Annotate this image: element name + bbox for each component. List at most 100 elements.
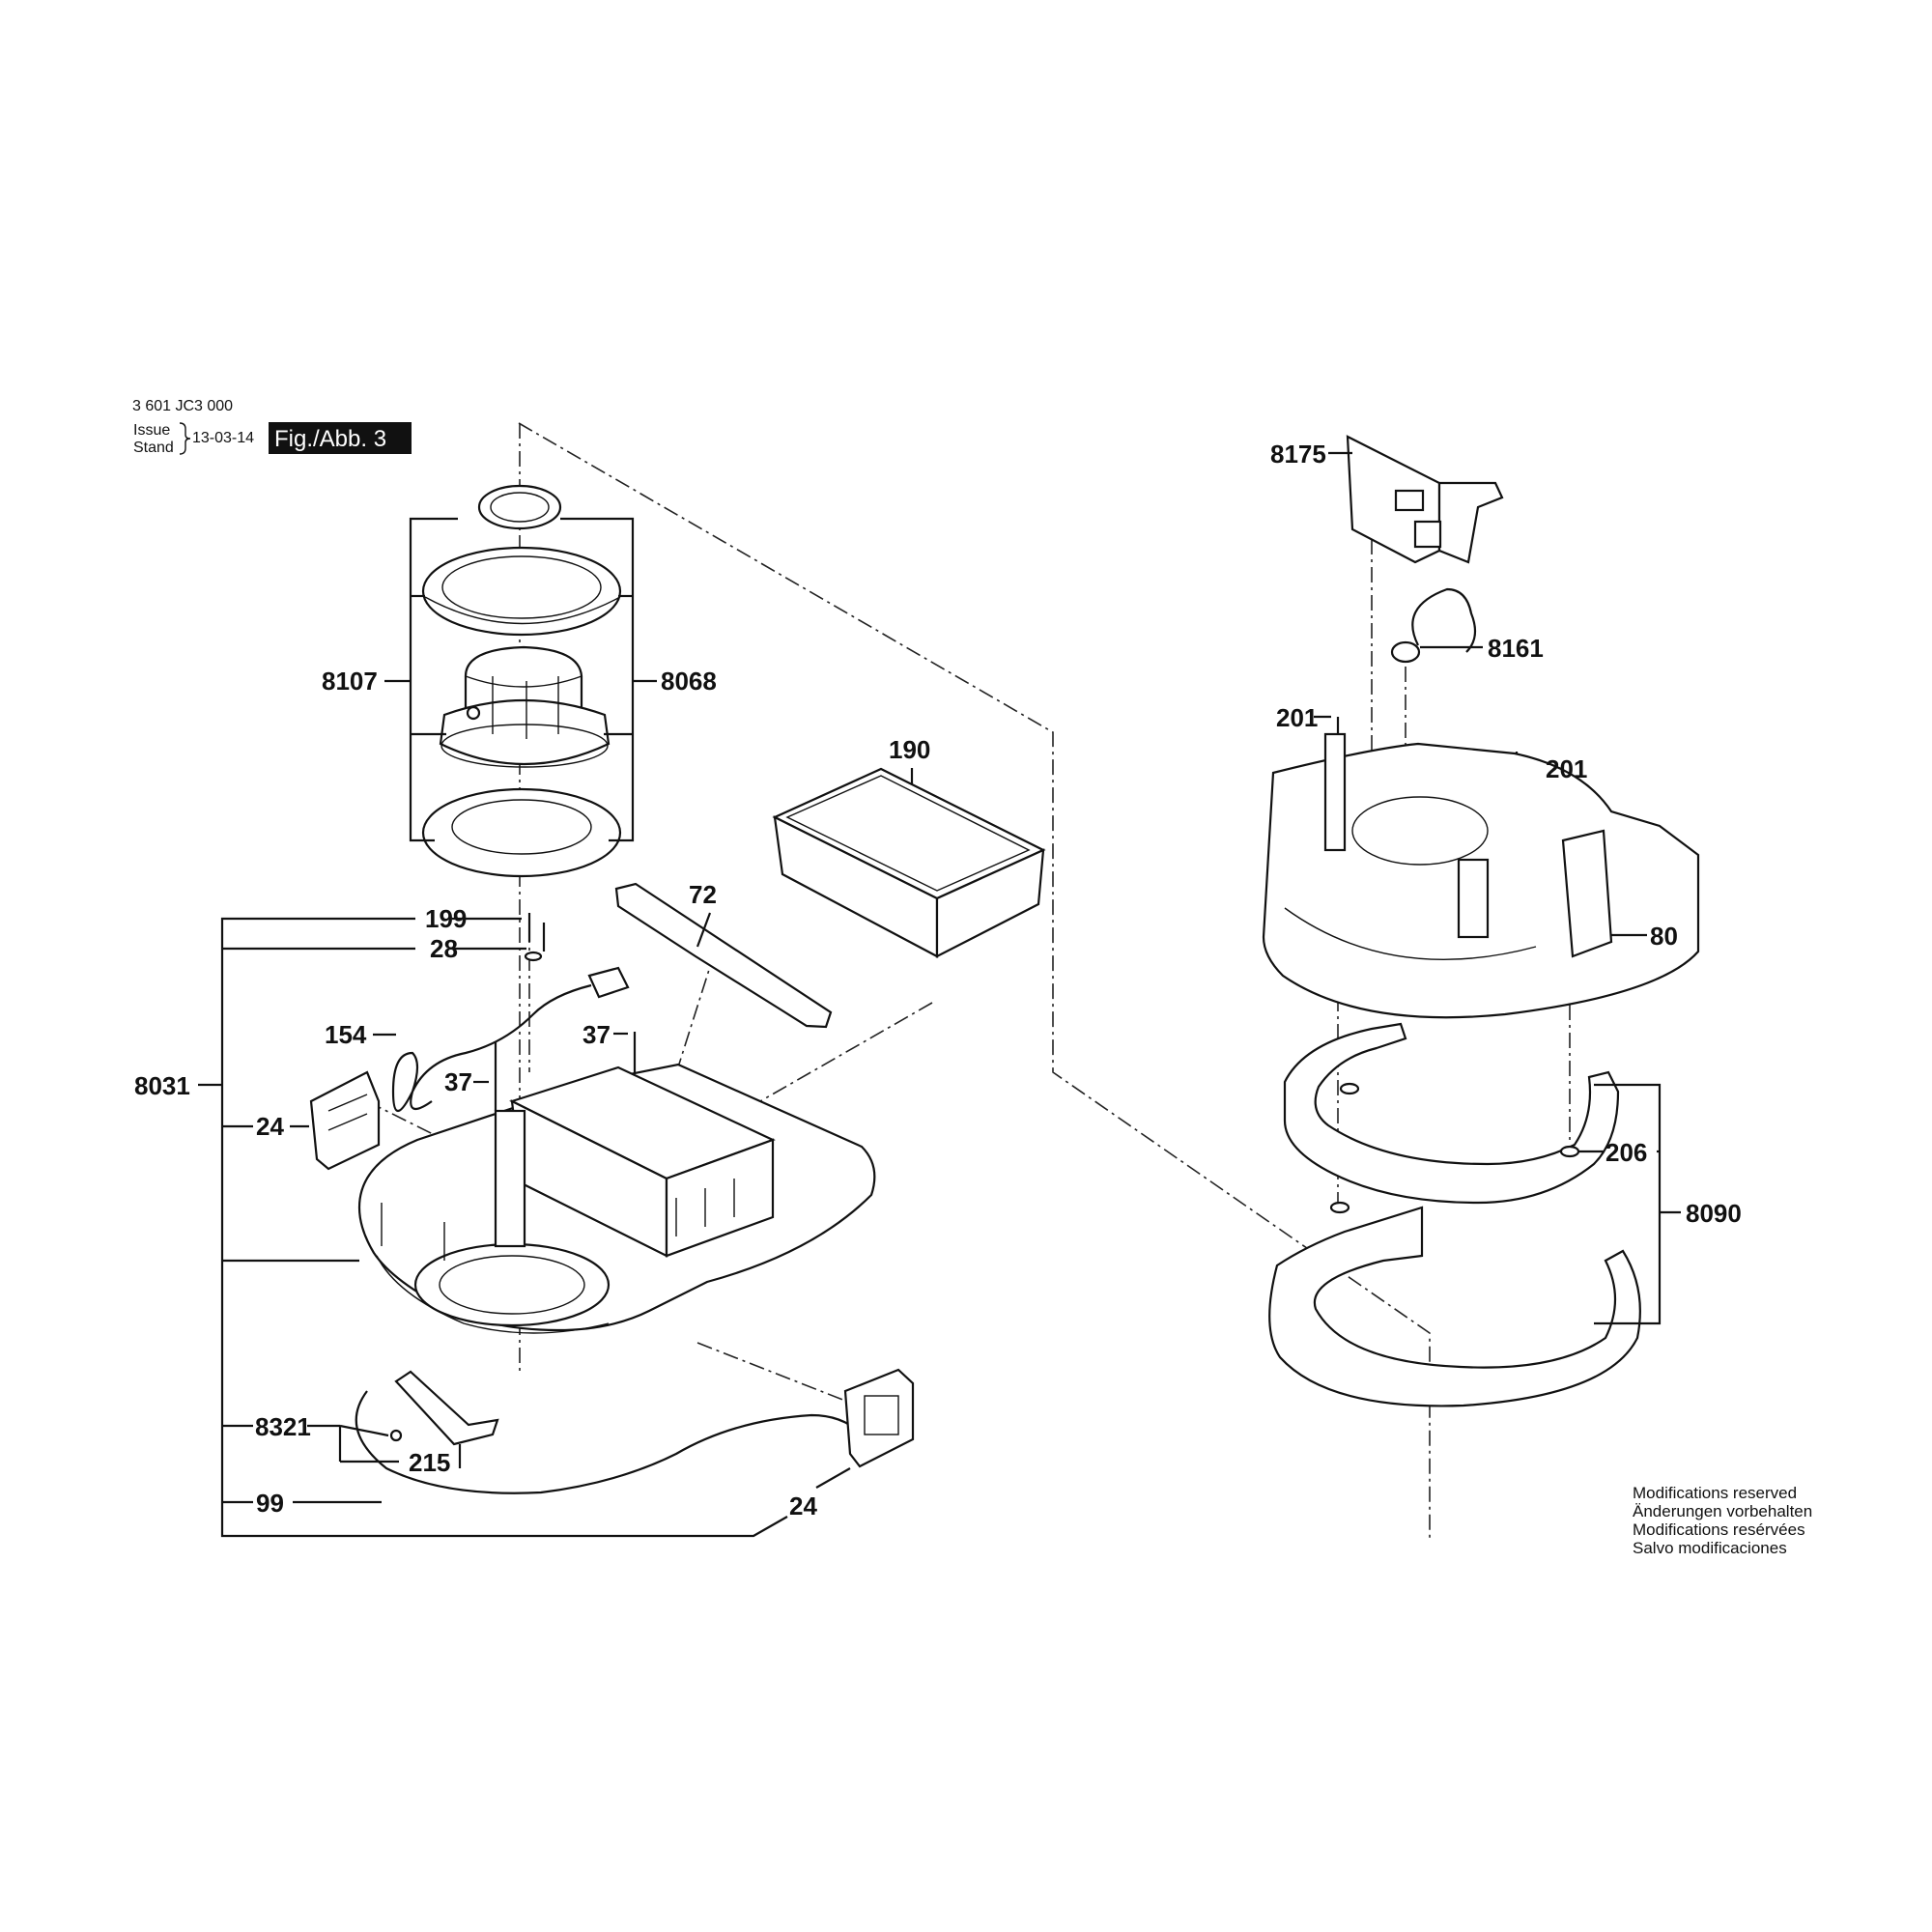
washer-28 (524, 951, 543, 962)
figure-badge (269, 422, 412, 454)
label-8175: 8175 (1270, 440, 1326, 469)
sensor-wire (1411, 587, 1477, 653)
label-28: 28 (430, 934, 458, 963)
stand-label: Stand (133, 440, 174, 456)
rear-cap-grip (864, 1395, 899, 1435)
upper-mount-ring-edge (424, 596, 621, 625)
side-cap-rib (327, 1094, 368, 1112)
leader-24-rear (815, 1467, 851, 1489)
power-cord-154 (373, 966, 630, 1113)
rear-cap-24 (815, 1368, 915, 1489)
bumper-washer (1339, 1082, 1360, 1095)
label-72: 72 (689, 880, 717, 909)
rear-cap-body (843, 1368, 915, 1468)
lower-bumper (1268, 1206, 1641, 1407)
clip-8321 (394, 1370, 499, 1446)
label-24-rear: 24 (789, 1492, 817, 1520)
issue-label: Issue (133, 422, 170, 439)
sensor-body (1390, 640, 1421, 664)
note-spanish: Salvo modificaciones (1633, 1539, 1787, 1557)
part-labels: 8107 8068 190 72 199 28 154 37 37 8031 2… (134, 440, 1742, 1520)
brace (179, 422, 191, 455)
strip-body (614, 882, 833, 1029)
note-english: Modifications reserved (1633, 1484, 1797, 1502)
note-french: Modifications resérvées (1633, 1520, 1805, 1539)
rear-cap-guide-line (696, 1342, 846, 1402)
seal-99 (355, 1390, 870, 1494)
label-206: 206 (1605, 1138, 1647, 1167)
label-80: 80 (1650, 922, 1678, 951)
bracket-8107 (409, 517, 458, 842)
label-190: 190 (889, 735, 930, 764)
bumper-8090 (1268, 1022, 1681, 1407)
cover-side-panel (1561, 829, 1613, 958)
base-rim (376, 1255, 610, 1334)
pcb-relay (1394, 489, 1425, 512)
side-cap-body (309, 1070, 381, 1171)
base-housing (357, 1063, 876, 1334)
label-8090: 8090 (1686, 1199, 1742, 1228)
cover-wall (1323, 732, 1347, 852)
lower-seal-ring (421, 787, 622, 878)
bracket-8031 (198, 917, 788, 1538)
label-154: 154 (325, 1020, 367, 1049)
figure-title: Fig./Abb. 3 (274, 426, 386, 452)
label-8161: 8161 (1488, 634, 1544, 663)
header: 3 601 JC3 000 Issue Stand 13-03-14 Fig./… (132, 398, 412, 456)
upper-mount-ring (421, 546, 622, 637)
bracket-8031-frame (220, 917, 788, 1538)
label-8068: 8068 (661, 667, 717, 696)
upper-mount-ring-inner (441, 555, 602, 619)
label-99: 99 (256, 1489, 284, 1518)
cover-80 (1262, 732, 1700, 1019)
filter-top-inner (785, 775, 1031, 892)
rivet-8321 (389, 1429, 403, 1442)
bracket-8090 (1594, 1083, 1662, 1325)
bottom-parts (293, 1370, 870, 1504)
filter-190 (772, 767, 1046, 958)
label-215: 215 (409, 1448, 450, 1477)
cover-rib (1457, 858, 1490, 939)
bracket-8068 (560, 517, 635, 842)
strip-72 (614, 882, 833, 1029)
motor-stack (384, 484, 657, 878)
label-37-right: 37 (582, 1020, 611, 1049)
label-24-side: 24 (256, 1112, 284, 1141)
pcb-cover (1437, 481, 1504, 564)
label-8107: 8107 (322, 667, 378, 696)
cord-wire (391, 983, 592, 1113)
side-cap-rib (327, 1113, 368, 1131)
base-divider (494, 1109, 526, 1248)
side-cap-24-left (309, 1070, 381, 1171)
lower-seal-ring-inner (451, 799, 592, 855)
cord-plug (587, 966, 630, 999)
assembly-boundary-line (518, 422, 1431, 1541)
pcb-capacitor (1413, 520, 1442, 549)
label-201-right: 201 (1546, 754, 1587, 783)
part-number: 3 601 JC3 000 (132, 398, 233, 414)
issue-date: 13-03-14 (192, 430, 254, 446)
base-motor-seat-inner (439, 1255, 585, 1315)
label-37-left: 37 (444, 1067, 472, 1096)
bumper-washer (1329, 1201, 1350, 1214)
base-compartment-side (665, 1138, 775, 1258)
label-199: 199 (425, 904, 467, 933)
side-cap-guide-line (366, 1100, 445, 1141)
label-8321: 8321 (255, 1412, 311, 1441)
motor-flange-rim (440, 724, 609, 768)
motor-terminal (466, 705, 481, 721)
cover-fan-opening (1351, 796, 1489, 866)
note-german: Änderungen vorbehalten (1633, 1502, 1812, 1520)
filter-side (935, 848, 1045, 958)
leader-8321-branch (339, 1424, 389, 1437)
sensor-8161 (1390, 587, 1483, 664)
modification-notes: Modifications reserved Änderungen vorbeh… (1633, 1484, 1812, 1557)
cover-rim (1284, 907, 1537, 960)
motor-flange (439, 698, 611, 766)
pcb-8175 (1328, 435, 1504, 564)
label-201-left: 201 (1276, 703, 1318, 732)
washer-206 (1559, 1145, 1580, 1158)
label-8031: 8031 (134, 1071, 190, 1100)
